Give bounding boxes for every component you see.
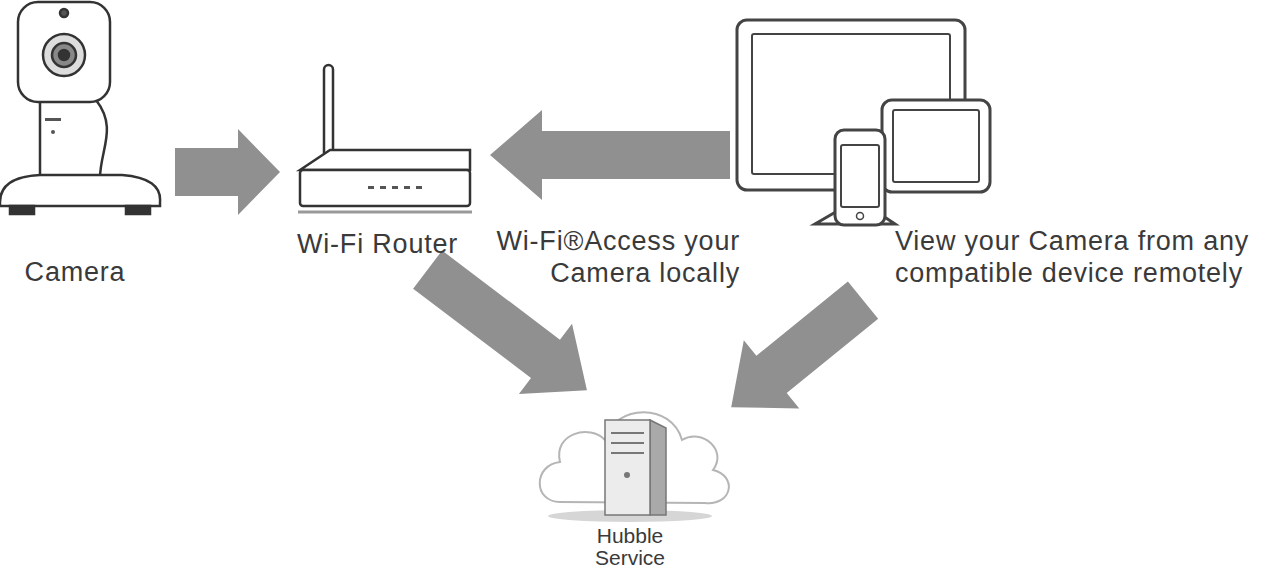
camera-lens — [52, 43, 76, 67]
connector-label: Wi-Fi®Access your Camera locally — [458, 225, 740, 289]
block-arrow — [731, 281, 878, 408]
phone-frame — [835, 130, 885, 225]
router-shadow — [298, 211, 472, 214]
router-node: Wi-Fi Router — [292, 60, 472, 260]
router-led — [416, 186, 422, 189]
node-label: Camera — [0, 256, 150, 288]
camera-node: Camera — [0, 0, 150, 300]
server-side — [650, 420, 666, 515]
router-body — [300, 170, 470, 206]
devices-node: View your Camera from any compatible dev… — [730, 15, 1270, 295]
router-illustration — [298, 65, 472, 212]
block-arrow — [175, 129, 280, 215]
tablet-frame — [882, 100, 990, 192]
server-button — [624, 472, 630, 478]
router-led — [380, 186, 386, 189]
camera-led — [51, 130, 55, 134]
camera-foot — [126, 206, 150, 214]
block-arrow — [490, 110, 730, 200]
camera-base — [0, 175, 160, 206]
camera-sensor — [60, 9, 68, 17]
router-antenna — [324, 65, 333, 157]
node-label: Hubble Service — [590, 525, 670, 569]
camera-foot — [10, 206, 34, 214]
camera-stand — [40, 100, 107, 178]
router-led — [392, 186, 398, 189]
phone-button — [857, 213, 864, 220]
camera-illustration — [0, 2, 160, 214]
router-led — [404, 186, 410, 189]
tablet-screen — [893, 110, 979, 182]
server-bay — [611, 432, 644, 434]
camera-lens-center — [59, 50, 69, 60]
node-label: View your Camera from any compatible dev… — [895, 225, 1269, 289]
cloud-illustration — [540, 412, 729, 522]
camera-lens-ring — [43, 34, 85, 76]
cloud-node: Hubble Service — [535, 395, 725, 574]
devices-illustration — [737, 20, 990, 225]
server-bay — [611, 452, 644, 454]
router-top — [300, 150, 470, 170]
router-led — [368, 186, 374, 189]
server-bay — [611, 442, 644, 444]
server-front — [605, 420, 650, 515]
camera-head — [18, 2, 110, 102]
camera-logo — [45, 118, 61, 121]
phone-screen — [841, 145, 879, 207]
node-label: Wi-Fi Router — [297, 228, 472, 260]
